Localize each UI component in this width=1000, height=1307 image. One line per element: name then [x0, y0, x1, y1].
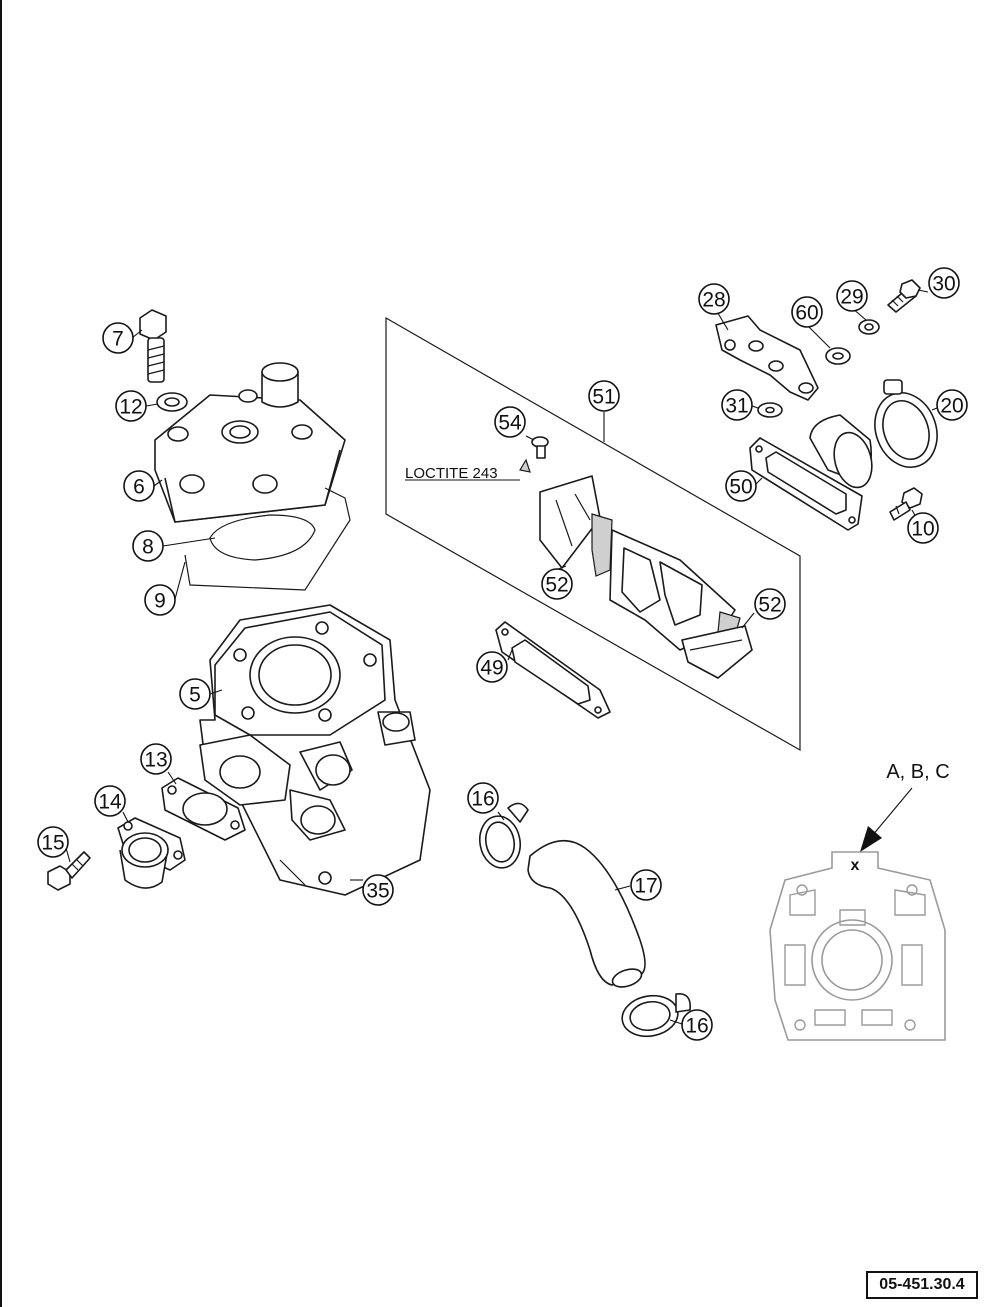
head-gasket [184, 487, 351, 591]
callout-50-number: 50 [729, 476, 752, 499]
callout-50: 50 [725, 470, 757, 502]
reed-petal-lower [681, 625, 753, 679]
page-left-border [0, 0, 2, 1307]
callout-9: 9 [144, 584, 176, 616]
detail-label: A, B, C [886, 761, 949, 783]
callout-16-upper-number: 16 [471, 788, 494, 811]
callout-16-upper: 16 [467, 782, 499, 814]
callout-5: 5 [179, 678, 211, 710]
callout-9-number: 9 [154, 590, 166, 613]
reed-screw [519, 436, 549, 473]
callout-6-number: 6 [133, 476, 145, 499]
intake-bolt-lower [889, 487, 923, 521]
callout-35-number: 35 [366, 880, 389, 903]
callout-54: 54 [494, 406, 526, 438]
intake-spacer [825, 347, 851, 365]
callout-14-number: 14 [98, 791, 122, 814]
callout-12-number: 12 [119, 396, 142, 419]
callout-31-number: 31 [725, 395, 748, 418]
loctite-label: LOCTITE 243 [405, 465, 498, 482]
callout-49: 49 [476, 651, 508, 683]
callout-29-number: 29 [840, 286, 863, 309]
drawing-code: 05-451.30.4 [866, 1271, 978, 1299]
callout-6: 6 [123, 470, 155, 502]
callout-51: 51 [588, 380, 620, 412]
callout-31: 31 [721, 389, 753, 421]
callout-52-upper-number: 52 [545, 574, 568, 597]
intake-clamp [874, 379, 938, 468]
intake-bushing [858, 319, 880, 335]
callout-60: 60 [791, 296, 823, 328]
head-o-ring [209, 514, 316, 561]
callout-20-number: 20 [940, 395, 963, 418]
reed-petal-upper [539, 475, 613, 577]
callout-52-lower-number: 52 [758, 594, 781, 617]
callout-49-number: 49 [480, 657, 503, 680]
callout-10-number: 10 [911, 518, 934, 541]
cylinder-head [154, 362, 346, 523]
reed-valve-kit-panel [385, 316, 801, 752]
detail-mark: x [851, 857, 860, 874]
callout-54-number: 54 [498, 412, 522, 435]
exhaust-flange [117, 817, 186, 889]
callout-13-number: 13 [144, 749, 167, 772]
callout-8-number: 8 [142, 536, 154, 559]
exhaust-flange-gasket [161, 777, 246, 841]
head-bolt [139, 309, 167, 383]
callout-7-number: 7 [112, 328, 124, 351]
callout-60-number: 60 [795, 302, 818, 325]
detail-arrow [860, 787, 913, 852]
intake-washer [757, 402, 783, 418]
callout-10: 10 [907, 512, 939, 544]
intake-bolt-upper [887, 279, 921, 313]
callout-8: 8 [132, 530, 164, 562]
coolant-hose [527, 839, 646, 988]
callout-5-number: 5 [189, 684, 201, 707]
callout-52-lower: 52 [754, 588, 786, 620]
hose-clamp-upper [478, 802, 529, 869]
cylinder [199, 604, 431, 896]
callout-30: 30 [928, 267, 960, 299]
callout-20: 20 [936, 389, 968, 421]
callout-15-number: 15 [41, 832, 64, 855]
callout-51-number: 51 [592, 386, 615, 409]
callout-17: 17 [630, 869, 662, 901]
callout-16-lower-number: 16 [685, 1015, 708, 1038]
intake-boot [749, 414, 873, 531]
reed-gasket [495, 621, 611, 719]
callout-29: 29 [836, 280, 868, 312]
callout-13: 13 [140, 743, 172, 775]
exhaust-flange-bolt [47, 851, 91, 891]
callout-14: 14 [94, 785, 126, 817]
callout-28: 28 [698, 283, 730, 315]
callout-17-number: 17 [634, 875, 657, 898]
callout-15: 15 [37, 826, 69, 858]
callout-28-number: 28 [702, 289, 725, 312]
callout-12: 12 [115, 390, 147, 422]
callout-35: 35 [362, 874, 394, 906]
head-washer [156, 392, 188, 412]
callout-52-upper: 52 [541, 568, 573, 600]
intake-bracket [715, 315, 819, 401]
callout-7: 7 [102, 322, 134, 354]
callout-30-number: 30 [932, 273, 955, 296]
cylinder-base-detail [769, 851, 946, 1041]
callout-16-lower: 16 [681, 1009, 713, 1041]
hose-clamp-lower [621, 993, 692, 1038]
